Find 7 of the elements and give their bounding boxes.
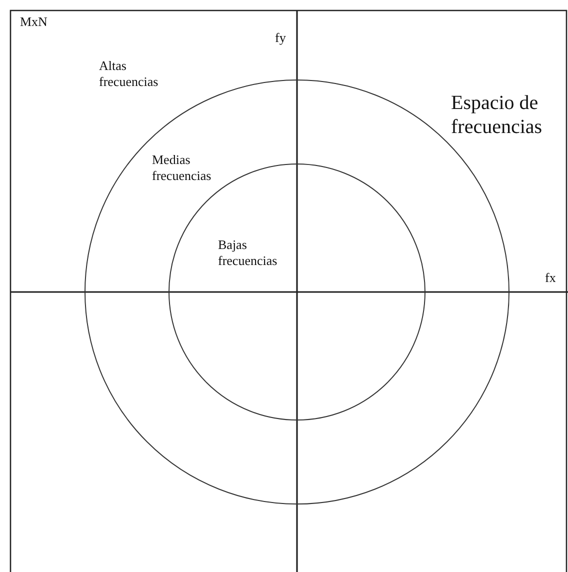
text-label: fx (545, 270, 557, 286)
text-label: MxN (20, 14, 48, 30)
text-label: Bajas frecuencias (218, 237, 278, 269)
text-label: Medias frecuencias (152, 152, 212, 184)
text-label: Espacio de frecuencias (451, 91, 544, 139)
text-label: Altas frecuencias (99, 58, 160, 90)
text-label: fy (275, 30, 287, 46)
